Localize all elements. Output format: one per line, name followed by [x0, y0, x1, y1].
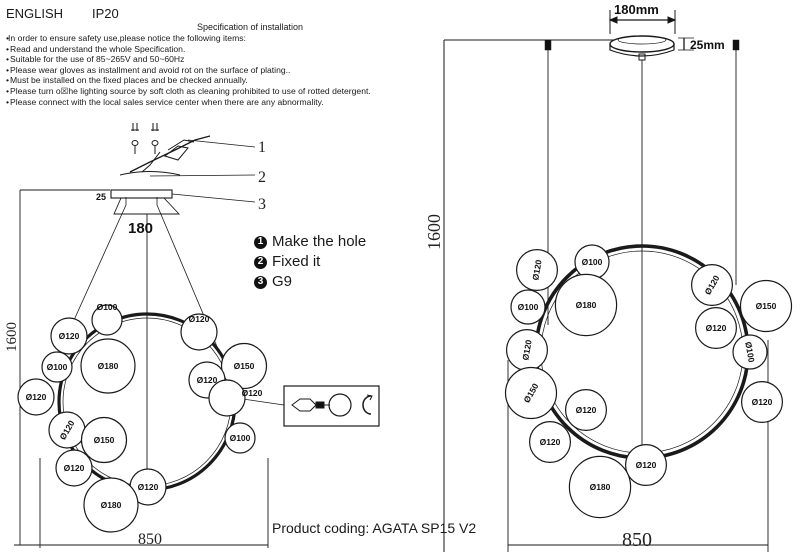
glass-globe [515, 249, 558, 292]
globe-diameter-label: Ø120 [576, 405, 597, 415]
globe-diameter-label: Ø120 [520, 339, 534, 361]
step-row: 3 G9 [254, 272, 366, 292]
left-canopy [110, 189, 173, 199]
glass-globe [528, 421, 571, 464]
g9-detail-box [283, 385, 380, 427]
globe-diameter-label: Ø120 [64, 463, 85, 473]
globe-diameter-label: Ø180 [590, 482, 611, 492]
globe-diameter-label: Ø100 [97, 302, 118, 312]
globe-diameter-label: Ø120 [752, 397, 773, 407]
glass-globe [504, 366, 558, 420]
globe-diameter-label: Ø150 [94, 435, 115, 445]
glass-globe [17, 378, 55, 416]
callout-1: 1 [258, 139, 266, 156]
globe-diameter-label: Ø120 [59, 331, 80, 341]
step-label: Fixed it [272, 253, 321, 270]
canopy-width-label: 180 [128, 220, 153, 237]
spec-item: Please turn o☒he lighting source by soft… [6, 86, 371, 97]
globe-diameter-label: Ø100 [47, 362, 68, 372]
step-number: 1 [254, 235, 267, 249]
glass-globe [224, 422, 256, 454]
spec-item: Read and understand the whole Specificat… [6, 44, 371, 55]
glass-globe [694, 307, 737, 350]
step-label: G9 [272, 273, 293, 290]
glass-globe [554, 273, 618, 337]
globe-diameter-label: Ø120 [197, 375, 218, 385]
glass-globe [50, 317, 88, 355]
globe-diameter-label: Ø100 [518, 302, 539, 312]
glass-globe [739, 279, 793, 333]
glass-globe [180, 313, 218, 351]
callout-leader [187, 139, 256, 148]
step-row: 1 Make the hole [254, 232, 366, 252]
mounting-hardware [119, 123, 211, 176]
globe-diameter-label: Ø150 [234, 361, 255, 371]
step-number: 2 [254, 255, 267, 269]
globe-diameter-label: Ø150 [756, 301, 777, 311]
globe-diameter-label: Ø120 [636, 460, 657, 470]
globe-diameter-label: Ø100 [743, 341, 757, 363]
globe-diameter-label: Ø120 [242, 388, 263, 398]
right-height-label: 1600 [424, 214, 444, 250]
globe-diameter-label: Ø120 [540, 437, 561, 447]
globe-diameter-label: Ø120 [26, 392, 47, 402]
installation-steps: 1 Make the hole 2 Fixed it 3 G9 [254, 232, 366, 292]
globe-diameter-label: Ø180 [576, 300, 597, 310]
spec-list: In order to ensure safety use,please not… [6, 33, 371, 107]
glass-globe [220, 342, 268, 390]
glass-globe [208, 379, 246, 417]
callout-leader [171, 193, 256, 203]
callout-2: 2 [258, 169, 266, 186]
globe-diameter-label: Ø180 [98, 361, 119, 371]
height-label: 1600 [4, 322, 20, 352]
step-number: 3 [254, 275, 267, 289]
spec-title: Specification of installation [196, 22, 304, 32]
step-label: Make the hole [272, 233, 367, 250]
glass-globe [564, 389, 607, 432]
glass-globe [732, 334, 768, 370]
callout-leader [149, 174, 256, 177]
glass-globe [80, 416, 128, 464]
glass-globe [510, 289, 546, 325]
right-canopy-height-label: 25mm [690, 38, 725, 52]
glass-globe [624, 444, 667, 487]
right-width-label: 850 [622, 529, 652, 551]
glass-globe [55, 449, 93, 487]
right-canopy-width-label: 180mm [614, 2, 659, 17]
glass-globe [740, 381, 783, 424]
language-label: ENGLISH [6, 6, 64, 21]
globe-diameter-label: Ø180 [101, 500, 122, 510]
spec-item: Please connect with the local sales serv… [6, 97, 371, 108]
globe-diameter-label: Ø120 [530, 259, 544, 281]
spec-item: Must be installed on the fixed places an… [6, 75, 371, 86]
globe-diameter-label: Ø120 [706, 323, 727, 333]
globe-diameter-label: Ø100 [582, 257, 603, 267]
globe-diameter-label: Ø120 [189, 314, 210, 324]
spec-item: Suitable for the use of 85~265V and 50~6… [6, 54, 371, 65]
glass-globe [80, 338, 136, 394]
glass-globe [690, 264, 733, 307]
glass-globe [83, 477, 139, 533]
spec-item: Please wear gloves as installment and av… [6, 65, 371, 76]
callout-3: 3 [258, 196, 266, 213]
step-row: 2 Fixed it [254, 252, 366, 272]
spec-intro: In order to ensure safety use,please not… [6, 33, 371, 44]
width-label: 850 [138, 531, 162, 548]
product-coding: Product coding: AGATA SP15 V2 [272, 520, 477, 536]
glass-globe [41, 351, 73, 383]
globe-diameter-label: Ø100 [230, 433, 251, 443]
glass-globe [568, 455, 632, 519]
canopy-height-label: 25 [96, 192, 106, 202]
globe-diameter-label: Ø120 [138, 482, 159, 492]
ip-rating: IP20 [92, 6, 119, 21]
glass-globe [91, 304, 123, 336]
